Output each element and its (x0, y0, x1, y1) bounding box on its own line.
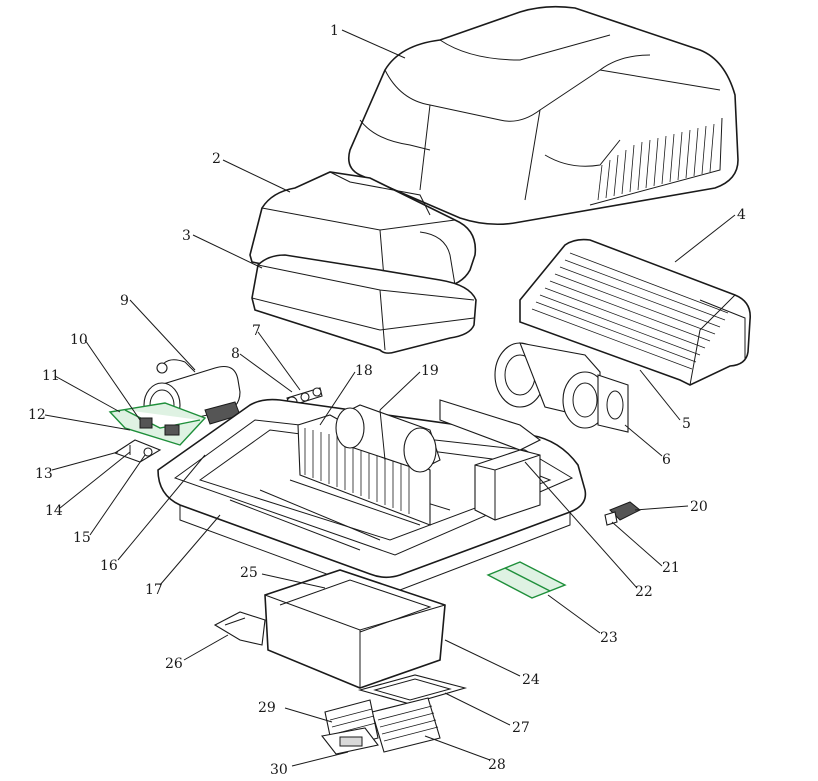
part-11-12-green-bracket (108, 402, 207, 446)
part-3-lower-cover (251, 254, 477, 354)
callout-19: 19 (421, 363, 439, 379)
part-24-drain-tray (264, 569, 446, 689)
callout-25: 25 (240, 565, 258, 581)
callout-4: 4 (737, 207, 746, 223)
callout-27: 27 (512, 720, 530, 736)
callout-labels: 1 2 3 4 5 6 7 8 9 10 11 12 13 14 15 16 1… (28, 23, 746, 778)
callout-26: 26 (165, 656, 183, 672)
condenser-fins (531, 252, 729, 370)
callout-14: 14 (45, 503, 63, 519)
callout-21: 21 (662, 560, 680, 576)
callout-30: 30 (270, 762, 288, 778)
callout-9: 9 (120, 293, 129, 309)
callout-15: 15 (73, 530, 91, 546)
part-23-green-panel (486, 561, 567, 599)
callout-23: 23 (600, 630, 618, 646)
callout-7: 7 (252, 323, 261, 339)
callout-13: 13 (35, 466, 53, 482)
leader-lines (44, 29, 736, 767)
callout-16: 16 (100, 558, 118, 574)
callout-2: 2 (212, 151, 221, 167)
shroud-vent (597, 123, 715, 201)
part-30-clip (321, 727, 379, 755)
callout-5: 5 (682, 416, 691, 432)
callout-8: 8 (231, 346, 240, 362)
part-22-control-box (439, 399, 542, 521)
part-26-grille-frame (213, 611, 266, 646)
callout-20: 20 (690, 499, 708, 515)
part-19-blower-motor (335, 404, 441, 473)
callout-29: 29 (258, 700, 276, 716)
callout-18: 18 (355, 363, 373, 379)
callout-24: 24 (522, 672, 540, 688)
callout-22: 22 (635, 584, 653, 600)
callout-6: 6 (662, 452, 671, 468)
part-4-condenser (519, 238, 752, 386)
part-27-filter-frame (357, 674, 468, 705)
callout-12: 12 (28, 407, 46, 423)
part-1-shroud (347, 5, 739, 226)
callout-1: 1 (330, 23, 339, 39)
callout-28: 28 (488, 757, 506, 773)
callout-17: 17 (145, 582, 163, 598)
part-20-21-sensor (604, 501, 641, 526)
callout-3: 3 (182, 228, 191, 244)
part-28-filter (371, 697, 441, 753)
part-13-14-15-mount (113, 439, 162, 463)
part-6-blower (494, 342, 629, 433)
callout-10: 10 (70, 332, 88, 348)
callout-11: 11 (42, 368, 60, 384)
